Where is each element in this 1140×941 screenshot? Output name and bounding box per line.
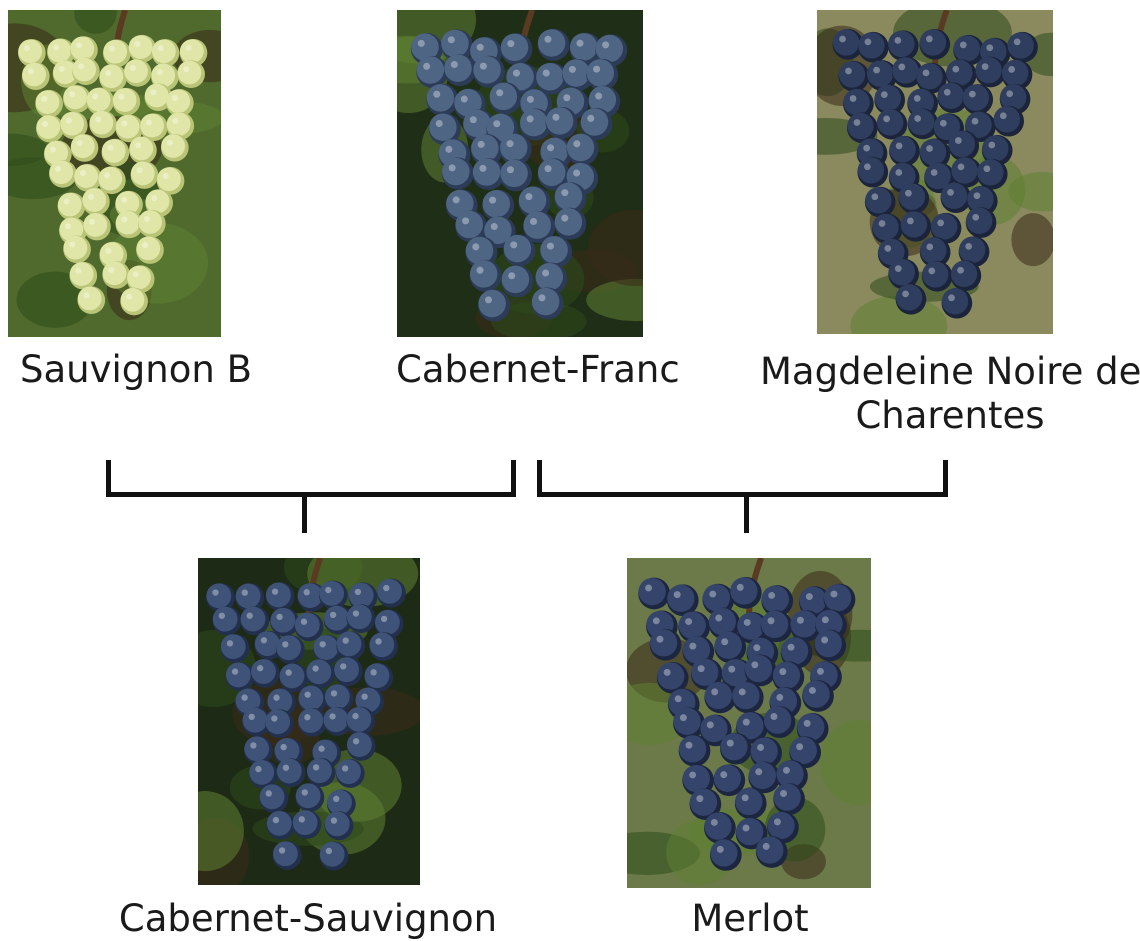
right-bracket-left-arm [537, 460, 542, 497]
cabernet-sauvignon-photo [198, 558, 420, 885]
right-bracket-bar [537, 492, 948, 497]
magdeleine-photo [817, 10, 1053, 334]
left-bracket-left-arm [106, 460, 111, 497]
magdeleine-label-line1: Magdeleine Noire des [760, 350, 1140, 393]
magdeleine-label-line2: Charentes [855, 394, 1045, 437]
merlot-label: Merlot [691, 897, 809, 940]
grape-cluster-image [817, 10, 1053, 334]
cabernet-franc-label: Cabernet-Franc [396, 348, 680, 391]
grape-cluster-image [627, 558, 871, 888]
grape-cluster-image [198, 558, 420, 885]
right-bracket-right-arm [943, 460, 948, 497]
sauvignon-blanc-photo [8, 10, 221, 337]
right-bracket-stem [744, 492, 749, 533]
cabernet-sauvignon-label: Cabernet-Sauvignon [118, 897, 498, 940]
left-bracket-right-arm [511, 460, 516, 497]
magdeleine-label: Magdeleine Noire des Charentes [760, 350, 1140, 438]
left-bracket-bar [106, 492, 516, 497]
merlot-photo [627, 558, 871, 888]
grape-cluster-image [397, 10, 643, 337]
grape-cluster-image [8, 10, 221, 337]
cabernet-franc-photo [397, 10, 643, 337]
left-bracket-stem [302, 492, 307, 533]
sauvignon-blanc-label: Sauvignon B [20, 348, 252, 391]
